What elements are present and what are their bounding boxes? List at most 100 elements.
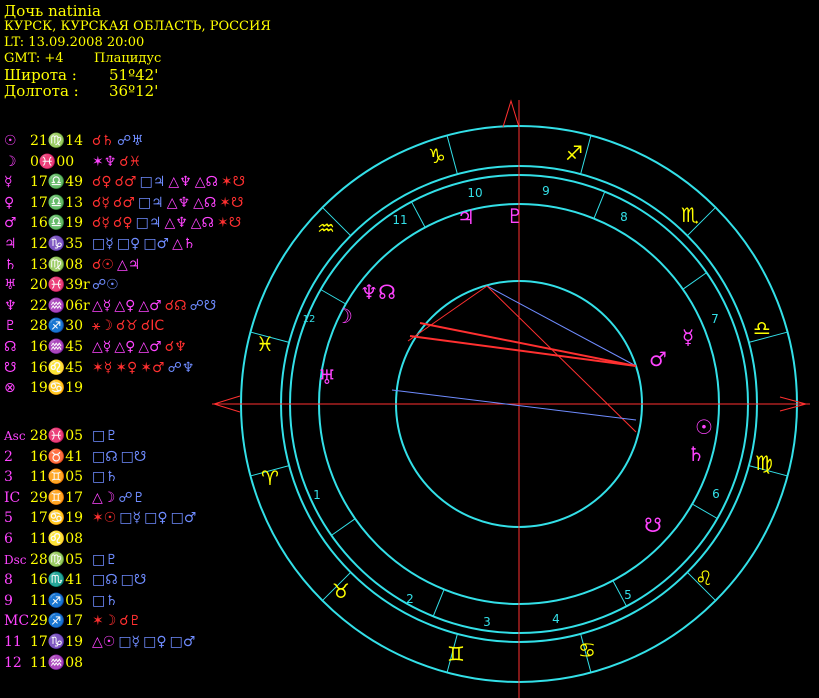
aspect-item: ☍♅ xyxy=(116,133,144,149)
aspect-line xyxy=(486,285,637,433)
position-value: 13♍08 xyxy=(30,256,84,273)
aspect-item: △☊ xyxy=(194,174,218,191)
position-value: 28♐30 xyxy=(30,318,84,335)
aspect-item: △☊ xyxy=(190,215,214,232)
house-cusp-tick xyxy=(411,201,426,228)
position-value: 28♍05 xyxy=(30,551,84,568)
house-number: 10 xyxy=(467,186,482,200)
aspect-item: ☍♆ xyxy=(167,359,195,376)
aspect-list: △☉□☿□♀□♂ xyxy=(92,632,198,652)
aspect-item: △♃ xyxy=(116,256,141,273)
aspect-item: ☌♂ xyxy=(114,174,137,191)
house-label: 9 xyxy=(4,592,13,609)
aspect-item: ✶☽ xyxy=(92,613,117,630)
house-cusp-tick xyxy=(593,191,606,219)
chart-header: Дочь natinia КУРСК, КУРСКАЯ ОБЛАСТЬ, РОС… xyxy=(4,3,271,99)
house-number: 11 xyxy=(392,213,407,227)
neptune-node-glyph: ♆☊ xyxy=(360,280,396,304)
latitude-label: Широта : xyxy=(4,66,77,84)
aspect-line xyxy=(391,389,637,421)
aspect-item: ☌☊ xyxy=(164,297,187,314)
house-label: 3 xyxy=(4,469,13,486)
position-value: 16♌45 xyxy=(30,359,84,376)
house-label: Dsc xyxy=(4,552,27,567)
sign-divider xyxy=(686,207,716,237)
position-value: 21♍14 xyxy=(30,133,84,149)
position-value: 20♓39r xyxy=(30,277,90,294)
aspect-item: ☌♀ xyxy=(92,174,112,191)
aspect-list: ✶♆☌♓ xyxy=(92,152,144,172)
gmt-text: GMT: +4 xyxy=(4,51,64,66)
sign-cancer-glyph: ♋ xyxy=(578,638,596,662)
longitude-label: Долгота : xyxy=(4,82,79,100)
house-number: 7 xyxy=(711,312,719,326)
sign-divider xyxy=(748,465,788,477)
jupiter-glyph: ♃ xyxy=(457,205,475,229)
aspect-line xyxy=(486,285,637,367)
position-value: 22♒06r xyxy=(30,297,90,314)
planet-symbol: ♃ xyxy=(4,235,17,252)
dsc-arrow xyxy=(779,396,808,412)
sign-divider xyxy=(322,207,352,237)
planet-symbol: ☉ xyxy=(4,133,17,149)
position-value: 28♓05 xyxy=(30,428,84,444)
sign-leo-glyph: ♌ xyxy=(695,566,713,590)
sign-divider xyxy=(580,633,592,673)
aspect-item: ✶☿ xyxy=(92,359,113,376)
aspect-item: ☌☉ xyxy=(92,256,114,273)
aspect-item: □☿ xyxy=(118,633,141,650)
house-cusp-tick xyxy=(691,503,718,519)
position-value: 11♐05 xyxy=(30,592,84,609)
aspect-item: ✶♀ xyxy=(115,359,138,376)
house-number: 3 xyxy=(483,615,491,629)
house-row: MC29♐17✶☽☌♇ xyxy=(4,611,199,632)
planet-row: ☊16♒45△☿△♀△♂☌♆ xyxy=(4,337,248,358)
aspect-list: □☊□☋ xyxy=(92,570,149,590)
aspect-list: ☌☉△♃ xyxy=(92,255,143,275)
aspect-item: □♄ xyxy=(92,592,118,609)
sign-divider xyxy=(250,331,290,343)
latitude-row: Широта : 51º42' xyxy=(4,67,271,83)
house-number: 8 xyxy=(620,210,628,224)
aspect-list: ✶☿✶♀✶♂☍♆ xyxy=(92,358,197,378)
aspect-list: □♇ xyxy=(92,550,121,570)
aspect-item: △♆ xyxy=(168,174,192,191)
planet-row: ♆22♒06r△☿△♀△♂☌☊☍☋ xyxy=(4,296,248,317)
aspect-item: □♃ xyxy=(139,174,166,191)
aspect-item: ☌♉ xyxy=(115,318,138,335)
planet-symbol: ⊗ xyxy=(4,380,16,397)
planet-symbol: ☽ xyxy=(4,153,17,170)
position-value: 0♓00 xyxy=(30,153,75,170)
house-cusp-tick xyxy=(320,289,347,305)
asc-arrow xyxy=(212,395,241,413)
position-value: 19♋19 xyxy=(30,380,84,397)
planet-symbol: ♀ xyxy=(4,194,15,211)
aspect-list: □♇ xyxy=(92,426,121,446)
planet-symbol: ☊ xyxy=(4,338,17,355)
house-system-text: Плацидус xyxy=(94,51,162,66)
aspect-item: □♀ xyxy=(143,633,167,650)
aspect-list: ⚹☽☌♉☌IC xyxy=(92,316,167,336)
planet-row: ☋16♌45✶☿✶♀✶♂☍♆ xyxy=(4,358,248,379)
planet-row: ☿17♎49☌♀☌♂□♃△♆△☊✶☋ xyxy=(4,172,248,193)
position-value: 16♉41 xyxy=(30,448,84,465)
aspect-item: □☋ xyxy=(120,448,147,465)
position-value: 16♏41 xyxy=(30,572,84,589)
aspect-item: ☌☿ xyxy=(92,215,110,232)
planet-symbol: ♂ xyxy=(4,215,17,232)
aspect-item: □♃ xyxy=(137,194,164,211)
aspect-item: △♆ xyxy=(166,194,191,211)
house-number: 6 xyxy=(712,487,720,501)
latitude-value: 51º42' xyxy=(109,66,159,84)
mars-venus-glyph: ♂ xyxy=(649,347,667,371)
aspect-item: □☊ xyxy=(92,572,118,589)
aspect-item: □♂ xyxy=(143,235,170,252)
house-label: MC xyxy=(4,613,30,630)
